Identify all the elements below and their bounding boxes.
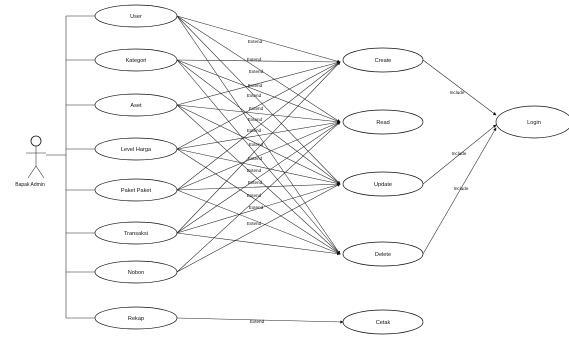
use-case-rekap-label: Rekap bbox=[128, 316, 144, 322]
extend-label: Extend bbox=[248, 39, 263, 44]
extend-label: Extend bbox=[249, 205, 264, 210]
use-case-nobon-label: Nobon bbox=[128, 270, 144, 276]
include-label: Include bbox=[450, 90, 465, 95]
actor-label: Bapak Admin bbox=[15, 182, 45, 188]
extend-label: Extend bbox=[247, 193, 262, 198]
use-case-transaksi-label: Transaksi bbox=[124, 231, 148, 237]
extend-label: Extend bbox=[248, 83, 263, 88]
include-label: Include bbox=[452, 151, 467, 156]
extend-label: Extend bbox=[249, 142, 264, 147]
extend-label: Extend bbox=[248, 156, 263, 161]
use-case-user-label: User bbox=[130, 14, 142, 20]
extend-label: Extend bbox=[247, 221, 262, 226]
use-case-kategori-label: Kategori bbox=[126, 58, 147, 64]
extend-label: Extend bbox=[249, 106, 264, 111]
use-case-delete-label: Delete bbox=[375, 252, 391, 258]
use-case-read-label: Read bbox=[376, 120, 389, 126]
extend-label: Extend bbox=[248, 117, 263, 122]
extend-connections bbox=[176, 15, 341, 273]
use-case-read[interactable] bbox=[342, 109, 424, 135]
extend-label: Extend bbox=[247, 93, 262, 98]
use-case-update-label: Update bbox=[374, 182, 392, 188]
rekap-cetak-connector bbox=[176, 317, 344, 324]
extend-label: Extend bbox=[249, 69, 264, 74]
extend-label: Extend bbox=[247, 168, 262, 173]
extend-label: Extend bbox=[248, 180, 263, 185]
use-case-aset-label: Aset bbox=[130, 103, 142, 109]
use-case-create-label: Create bbox=[375, 58, 392, 64]
extend-label: Extend bbox=[250, 319, 265, 324]
use-case-login-label: Login bbox=[527, 120, 541, 126]
actor-bapak-admin: Bapak Admin bbox=[15, 135, 46, 188]
extend-label: Extend bbox=[247, 128, 262, 133]
login-includes: Login Include Include Include bbox=[422, 59, 569, 255]
extend-labels: Extend Extend Extend Extend Extend Exten… bbox=[247, 39, 264, 226]
extend-label: Extend bbox=[247, 57, 262, 62]
use-case-cetak-label: Cetak bbox=[376, 320, 391, 326]
include-label: Include bbox=[454, 186, 469, 191]
left-use-cases: User Kategori Aset Level Harga Paket Pak… bbox=[66, 4, 178, 330]
use-case-level-harga-label: Level Harga bbox=[121, 147, 152, 153]
crud-use-cases: Create Read Update Delete Cetak bbox=[342, 47, 424, 335]
use-case-login[interactable] bbox=[495, 105, 569, 139]
use-case-paket-paket-label: Paket Paket bbox=[121, 188, 152, 194]
